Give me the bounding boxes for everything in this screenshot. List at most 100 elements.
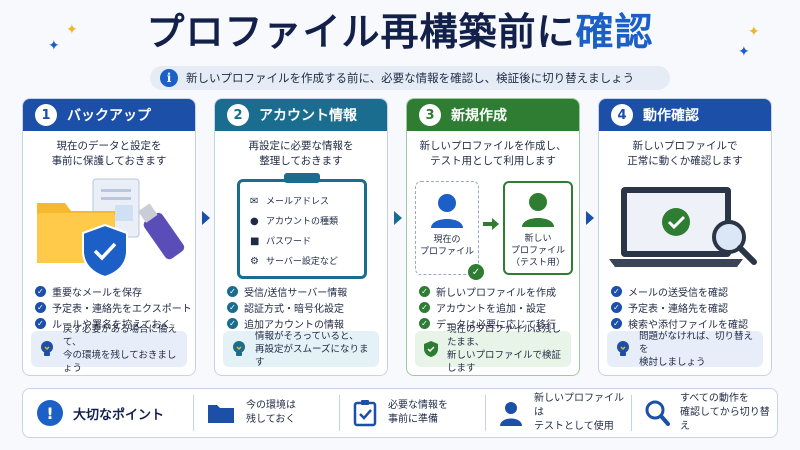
list-item: ✓ルールや署名を控えておく xyxy=(35,315,183,331)
list-item: ✓認証方式・暗号化設定 xyxy=(227,299,375,315)
clipboard-illustration: ✉メールアドレス ●アカウントの種類 ■パスワード ⚙サーバー設定など xyxy=(215,173,387,283)
card-header: 4 動作確認 xyxy=(599,99,771,131)
check-icon: ✓ xyxy=(611,285,622,297)
list-item: ✓重要なメールを保存 xyxy=(35,283,183,299)
magnifier-icon xyxy=(712,220,757,265)
clipboard-check-icon xyxy=(353,400,377,427)
tip-text: 戻す必要がある場合に備えて、 今の環境を残しておきましょう xyxy=(63,324,178,374)
check-icon: ✓ xyxy=(35,301,46,313)
profile-illustration: 現在の プロファイル ✓ 新しい プロファイル （テスト用） xyxy=(407,173,579,283)
step-card-create: 3 新規作成 新しいプロファイルを作成し、 テスト用として利用します 現在の プ… xyxy=(406,98,580,376)
tip-text: 情報がそろっていると、 再設定がスムーズになります xyxy=(255,330,369,368)
check-icon: ✓ xyxy=(35,317,46,329)
tip-text: 問題がなければ、切り替えを 検討しましょう xyxy=(639,330,754,368)
list-item: ✓データは必要に応じて移行 xyxy=(419,315,567,331)
lock-icon: ■ xyxy=(250,236,260,247)
clipboard-row: ✉メールアドレス xyxy=(250,192,364,212)
list-item: ✓アカウントを追加・設定 xyxy=(419,299,567,315)
key-point: 必要な情報を 事前に準備 xyxy=(339,395,485,431)
check-icon: ✓ xyxy=(419,301,430,313)
step-card-account: 2 アカウント情報 再設定に必要な情報を 整理しておきます ✉メールアドレス ●… xyxy=(214,98,388,376)
bullet-list: ✓受信/送信サーバー情報 ✓認証方式・暗号化設定 ✓追加アカウントの情報 xyxy=(215,283,387,331)
list-item: ✓予定表・連絡先を確認 xyxy=(611,299,759,315)
key-points-heading: ! 大切なポイント xyxy=(23,400,193,426)
list-item: ✓予定表・連絡先をエクスポート xyxy=(35,299,192,315)
step-card-backup: 1 バックアップ 現在のデータと設定を 事前に保護しておきます xyxy=(22,98,196,376)
lightbulb-icon xyxy=(617,341,629,356)
user-icon xyxy=(522,193,554,227)
step-number: 4 xyxy=(611,104,633,126)
card-title: 動作確認 xyxy=(643,108,699,124)
check-icon: ✓ xyxy=(468,264,484,280)
card-title: アカウント情報 xyxy=(259,108,357,124)
check-icon: ✓ xyxy=(227,285,238,297)
current-profile-label: 現在の プロファイル xyxy=(419,235,474,257)
check-icon: ✓ xyxy=(35,285,46,297)
card-title: バックアップ xyxy=(67,108,151,124)
current-profile-box: 現在の プロファイル ✓ xyxy=(415,181,484,280)
sparkle-icon: ✦ xyxy=(48,38,60,54)
mail-icon: ✉ xyxy=(250,196,259,207)
tip-text: 現在のプロファイルは残したまま、 新しいプロファイルで検証します xyxy=(447,324,562,374)
arrow-right-icon xyxy=(586,211,594,225)
user-icon xyxy=(431,194,463,228)
key-points-bar: ! 大切なポイント 今の環境は 残しておく 必要な情報を 事前に準備 新しいプロ… xyxy=(22,388,778,438)
new-profile-box: 新しい プロファイル （テスト用） xyxy=(503,181,573,275)
card-header: 3 新規作成 xyxy=(407,99,579,131)
check-icon: ✓ xyxy=(611,317,622,329)
sparkle-icon: ✦ xyxy=(748,24,760,40)
sparkle-icon: ✦ xyxy=(66,22,78,38)
lightbulb-icon xyxy=(41,341,53,356)
lightbulb-icon xyxy=(233,341,245,356)
card-description: 新しいプロファイルを作成し、 テスト用として利用します xyxy=(419,140,567,167)
shield-check-icon xyxy=(82,223,128,279)
check-icon: ✓ xyxy=(227,301,238,313)
key-point: 新しいプロファイルは テストとして使用 xyxy=(485,393,631,432)
tip-box: 戻す必要がある場合に備えて、 今の環境を残しておきましょう xyxy=(31,324,187,374)
new-profile-label: 新しい プロファイル （テスト用） xyxy=(510,234,565,268)
arrow-right-icon xyxy=(394,211,402,225)
step-number: 2 xyxy=(227,104,249,126)
usb-drive-icon xyxy=(138,203,185,260)
backup-illustration xyxy=(23,173,195,283)
laptop-illustration xyxy=(599,173,771,283)
shield-icon xyxy=(424,341,438,357)
check-icon: ✓ xyxy=(419,285,430,297)
magnifier-icon xyxy=(645,400,670,426)
info-icon: i xyxy=(160,69,178,87)
clipboard-clip xyxy=(284,173,320,183)
bullet-list: ✓新しいプロファイルを作成 ✓アカウントを追加・設定 ✓データは必要に応じて移行 xyxy=(407,283,579,331)
gear-icon: ⚙ xyxy=(250,256,259,267)
user-icon xyxy=(500,402,522,426)
title-main: プロファイル再構築前に xyxy=(146,10,576,54)
clipboard-row: ⚙サーバー設定など xyxy=(250,252,364,272)
page-title: プロファイル再構築前に確認 xyxy=(0,6,800,58)
card-title: 新規作成 xyxy=(451,108,507,124)
check-icon: ✓ xyxy=(611,301,622,313)
check-circle-icon xyxy=(662,208,690,236)
step-card-verify: 4 動作確認 新しいプロファイルで 正常に動くか確認します ✓メールの送受信を確… xyxy=(598,98,772,376)
step-number: 3 xyxy=(419,104,441,126)
tip-box: 情報がそろっていると、 再設定がスムーズになります xyxy=(223,330,379,368)
list-item: ✓追加アカウントの情報 xyxy=(227,315,375,331)
list-item: ✓受信/送信サーバー情報 xyxy=(227,283,375,299)
sparkle-icon: ✦ xyxy=(738,44,750,60)
title-accent: 確認 xyxy=(575,10,654,54)
card-header: 2 アカウント情報 xyxy=(215,99,387,131)
key-point: 今の環境は 残しておく xyxy=(193,395,339,431)
key-point: すべての動作を 確認してから切り替え xyxy=(631,393,777,432)
tip-box: 問題がなければ、切り替えを 検討しましょう xyxy=(607,330,763,368)
arrow-right-icon xyxy=(483,218,499,230)
clipboard: ✉メールアドレス ●アカウントの種類 ■パスワード ⚙サーバー設定など xyxy=(237,173,367,279)
subtitle-banner: i 新しいプロファイルを作成する前に、必要な情報を確認し、検証後に切り替えましょ… xyxy=(150,66,670,90)
step-number: 1 xyxy=(35,104,57,126)
card-header: 1 バックアップ xyxy=(23,99,195,131)
list-item: ✓メールの送受信を確認 xyxy=(611,283,759,299)
subtitle-text: 新しいプロファイルを作成する前に、必要な情報を確認し、検証後に切り替えましょう xyxy=(186,71,635,85)
check-icon: ✓ xyxy=(419,317,430,329)
list-item: ✓検索や添付ファイルを確認 xyxy=(611,315,759,331)
card-description: 新しいプロファイルで 正常に動くか確認します xyxy=(627,140,743,167)
card-description: 再設定に必要な情報を 整理しておきます xyxy=(248,140,354,167)
check-icon: ✓ xyxy=(227,317,238,329)
card-description: 現在のデータと設定を 事前に保護しておきます xyxy=(51,140,167,167)
